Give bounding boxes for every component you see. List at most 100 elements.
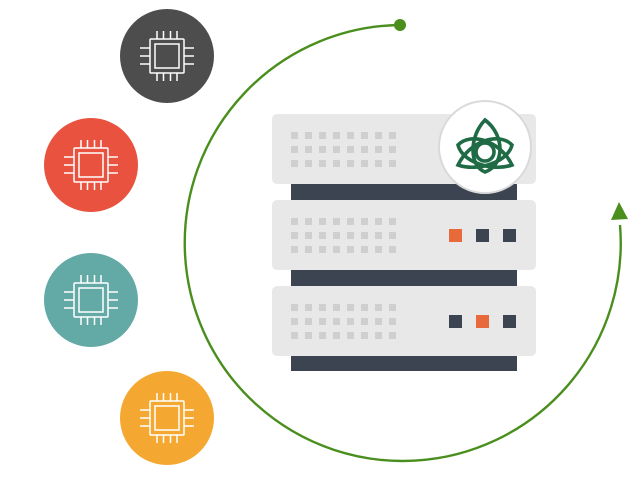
vent-slot [375,160,382,167]
vent-slot [319,246,326,253]
vent-slot [375,246,382,253]
vent-slot [389,232,396,239]
vent-slot [389,246,396,253]
vent-slot [361,160,368,167]
vent-slot [291,332,298,339]
vent-slot [347,232,354,239]
vent-slot [375,304,382,311]
vent-slot [361,146,368,153]
vent-slot [347,218,354,225]
logo-badge [438,100,532,194]
chip-circle [44,118,138,212]
vent-slot [347,160,354,167]
vent-slot [305,318,312,325]
server-rail [291,269,517,287]
vent-slot [333,246,340,253]
vent-slot [319,132,326,139]
vent-slot [375,146,382,153]
vent-slot [333,332,340,339]
vent-slot [333,318,340,325]
vent-slot [375,332,382,339]
vent-slot [389,318,396,325]
vent-slot [389,332,396,339]
vent-slot [291,232,298,239]
trinity-knot-logo-icon [455,117,515,174]
vent-slot [319,318,326,325]
vent-slot [361,332,368,339]
vent-slot [305,232,312,239]
chip-circle [120,9,214,103]
server-rail [291,183,517,201]
vent-slot [347,246,354,253]
vent-slot [291,318,298,325]
vent-slot [291,246,298,253]
chip-glyph [140,31,194,81]
vent-slot [319,304,326,311]
vent-slot [347,146,354,153]
vent-slot [389,304,396,311]
vent-slot [333,304,340,311]
vent-slot [347,132,354,139]
server-unit-3 [272,286,536,356]
cpu-chip-icon [120,9,214,103]
status-leds [449,229,516,242]
vent-slot [319,232,326,239]
status-led [476,315,489,328]
vent-grid [291,218,396,253]
chip-circle [44,253,138,347]
vent-slot [375,318,382,325]
vent-slot [389,218,396,225]
vent-grid [291,132,396,167]
vent-slot [361,132,368,139]
vent-slot [305,246,312,253]
vent-slot [361,246,368,253]
vent-slot [333,160,340,167]
vent-slot [319,218,326,225]
vent-slot [389,132,396,139]
vent-slot [375,218,382,225]
vent-slot [361,304,368,311]
status-led [503,229,516,242]
vent-slot [375,132,382,139]
vent-slot [305,160,312,167]
status-led [449,315,462,328]
vent-slot [333,218,340,225]
vent-slot [361,318,368,325]
vent-slot [347,304,354,311]
chip-glyph [64,275,118,325]
cycle-arrowhead-icon [611,202,628,220]
vent-slot [291,146,298,153]
vent-slot [389,160,396,167]
vent-slot [319,146,326,153]
cycle-arrow-icon [183,19,628,463]
status-led [503,315,516,328]
vent-slot [305,332,312,339]
chip-circle [120,371,214,465]
chip-glyph [140,393,194,443]
vent-slot [319,160,326,167]
vent-slot [291,304,298,311]
vent-slot [305,146,312,153]
vent-slot [305,218,312,225]
vent-slot [375,232,382,239]
cpu-chip-icon [120,371,214,465]
vent-slot [291,160,298,167]
vent-slot [291,218,298,225]
cpu-chip-icon [44,253,138,347]
vent-slot [333,232,340,239]
vent-slot [305,132,312,139]
vent-slot [389,146,396,153]
vent-slot [333,146,340,153]
status-leds [449,315,516,328]
vent-slot [319,332,326,339]
server-unit-2 [272,200,536,270]
vent-slot [347,332,354,339]
vent-slot [347,318,354,325]
vent-slot [305,304,312,311]
cycle-start-dot [394,19,406,31]
cpu-chip-icon [44,118,138,212]
chip-glyph [64,140,118,190]
vent-slot [361,218,368,225]
